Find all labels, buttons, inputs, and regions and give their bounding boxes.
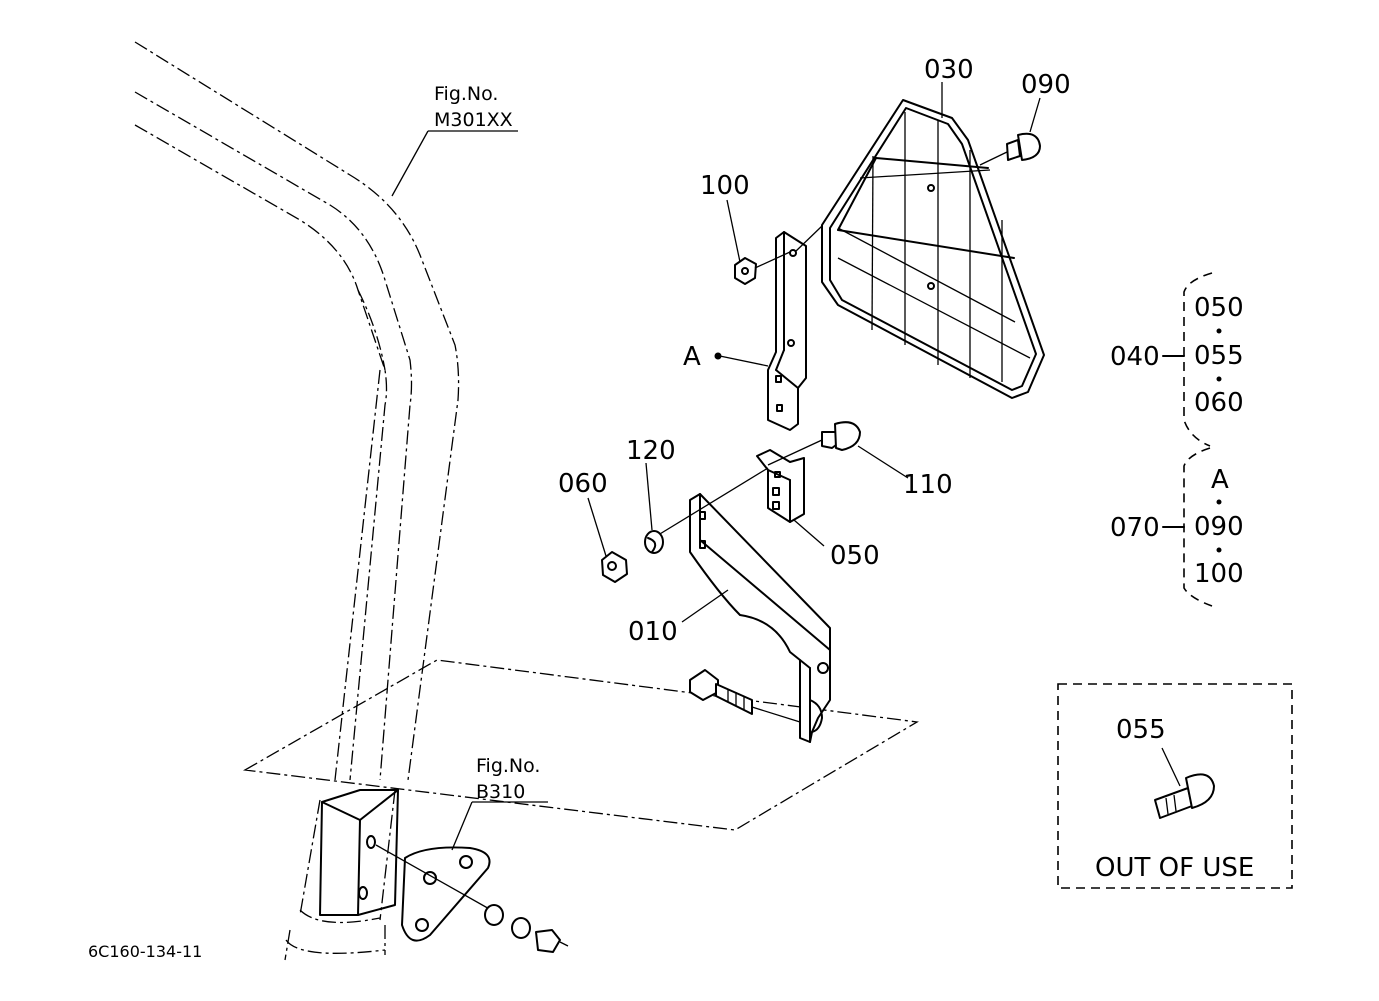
nut-100 xyxy=(734,251,791,285)
fig-ref-bracket-line1: Fig.No. xyxy=(476,755,540,777)
fig-ref-frame: Fig.No. M301XX xyxy=(391,83,518,197)
callout-110: 110 xyxy=(903,470,953,500)
nut-060 xyxy=(601,551,628,583)
reflector-030 xyxy=(821,99,1045,399)
out-of-use-text: OUT OF USE xyxy=(1095,853,1254,883)
group-040: 040 050 055 060 xyxy=(1110,272,1244,447)
out-of-use-box: 055 OUT OF USE xyxy=(1057,683,1293,889)
callout-030: 030 xyxy=(924,55,974,85)
group-040-item: 055 xyxy=(1194,341,1244,371)
group-040-item: 050 xyxy=(1194,293,1244,323)
drawing-code: 6C160-134-11 xyxy=(88,942,202,961)
mounting-plane xyxy=(242,659,919,831)
callout-060: 060 xyxy=(558,469,608,499)
screw-090 xyxy=(979,132,1041,166)
callout-100: 100 xyxy=(700,171,750,201)
out-of-use-part: 055 xyxy=(1116,715,1166,745)
callout-120: 120 xyxy=(626,436,676,466)
callout-050: 050 xyxy=(830,541,880,571)
group-070: 070 A 090 100 xyxy=(1110,447,1244,607)
callout-010: 010 xyxy=(628,617,678,647)
washer-120 xyxy=(644,530,664,554)
bracket-010 xyxy=(689,493,831,743)
group-040-label: 040 xyxy=(1110,342,1160,372)
group-070-item: 100 xyxy=(1194,559,1244,589)
callout-a: A xyxy=(683,342,701,372)
callout-090: 090 xyxy=(1021,70,1071,100)
group-070-item: A xyxy=(1211,465,1229,495)
group-070-item: 090 xyxy=(1194,512,1244,542)
fig-ref-bracket: Fig.No. B310 xyxy=(451,755,548,851)
group-040-item: 060 xyxy=(1194,388,1244,418)
callout-leaders xyxy=(587,82,1041,623)
bracket-bolt xyxy=(689,669,801,723)
b310-plate xyxy=(375,844,569,953)
fig-ref-frame-line2: M301XX xyxy=(434,109,513,131)
reference-dot-a xyxy=(714,352,722,360)
slotted-plate-050 xyxy=(756,449,805,523)
fig-ref-bracket-line2: B310 xyxy=(476,781,525,803)
fig-ref-frame-line1: Fig.No. xyxy=(434,83,498,105)
rops-frame xyxy=(134,41,460,961)
group-070-label: 070 xyxy=(1110,513,1160,543)
bolt-110 xyxy=(649,421,861,541)
frame-post xyxy=(319,789,399,916)
mount-strip-a xyxy=(767,225,823,431)
